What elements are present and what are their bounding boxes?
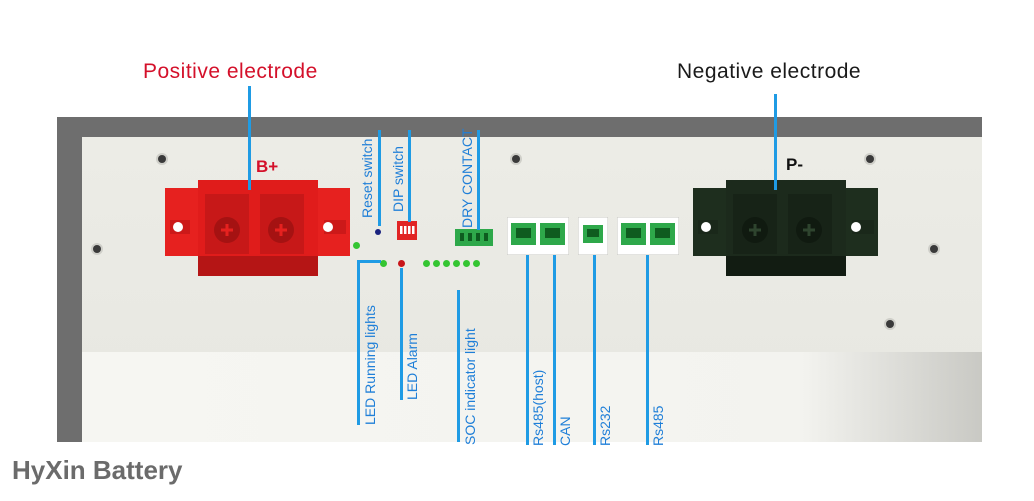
negative-electrode-title: Negative electrode bbox=[677, 60, 862, 83]
dry-contact-connector bbox=[455, 229, 493, 246]
led-indicator bbox=[353, 242, 360, 249]
mounting-hole bbox=[512, 155, 520, 163]
mounting-hole bbox=[930, 245, 938, 253]
soc-led bbox=[453, 260, 460, 267]
dry-contact-leader bbox=[477, 130, 480, 230]
brand-name: HyXin Battery bbox=[12, 455, 183, 485]
dip-switch-leader bbox=[408, 130, 411, 222]
rs232-port bbox=[578, 217, 608, 255]
positive-electrode-title: Positive electrode bbox=[143, 60, 318, 83]
reset-switch bbox=[375, 229, 381, 235]
mounting-hole bbox=[158, 155, 166, 163]
soc-indicator-label: SOC indicator light bbox=[462, 328, 478, 445]
negative-terminal-label: P- bbox=[786, 155, 803, 174]
alarm-led bbox=[398, 260, 405, 267]
soc-leader bbox=[457, 290, 460, 442]
mounting-hole bbox=[93, 245, 101, 253]
dry-contact-label: DRY CONTACT bbox=[459, 128, 475, 228]
running-led bbox=[380, 260, 387, 267]
panel-lower-area bbox=[82, 352, 982, 442]
soc-led bbox=[473, 260, 480, 267]
dip-switch-label: DIP switch bbox=[390, 146, 406, 212]
rs232-label: Rs232 bbox=[597, 405, 613, 446]
negative-terminal-block bbox=[693, 180, 878, 276]
rs485-host-can-ports bbox=[507, 217, 569, 255]
rs232-leader bbox=[593, 255, 596, 445]
rs485-host-label: Rs485(host) bbox=[530, 369, 546, 446]
led-running-leader-h bbox=[357, 260, 381, 263]
soc-led bbox=[443, 260, 450, 267]
rs485-ports bbox=[617, 217, 679, 255]
led-running-label: LED Running lights bbox=[362, 305, 378, 425]
soc-led bbox=[463, 260, 470, 267]
positive-terminal-label: B+ bbox=[256, 157, 279, 176]
mounting-hole bbox=[866, 155, 874, 163]
positive-leader-line bbox=[248, 86, 251, 190]
positive-terminal-block bbox=[165, 180, 350, 276]
led-alarm-leader bbox=[400, 268, 403, 400]
reset-switch-label: Reset switch bbox=[359, 138, 375, 218]
soc-led bbox=[433, 260, 440, 267]
mounting-hole bbox=[886, 320, 894, 328]
dip-switch bbox=[397, 221, 417, 240]
led-alarm-label: LED Alarm bbox=[404, 333, 420, 400]
can-label: CAN bbox=[557, 416, 573, 446]
rs485-leader bbox=[646, 255, 649, 445]
led-running-leader bbox=[357, 260, 360, 425]
reset-switch-leader bbox=[378, 130, 381, 226]
negative-leader-line bbox=[774, 94, 777, 190]
soc-led bbox=[423, 260, 430, 267]
rs485-label: Rs485 bbox=[650, 405, 666, 446]
rs485-host-leader bbox=[526, 255, 529, 445]
can-leader bbox=[553, 255, 556, 445]
